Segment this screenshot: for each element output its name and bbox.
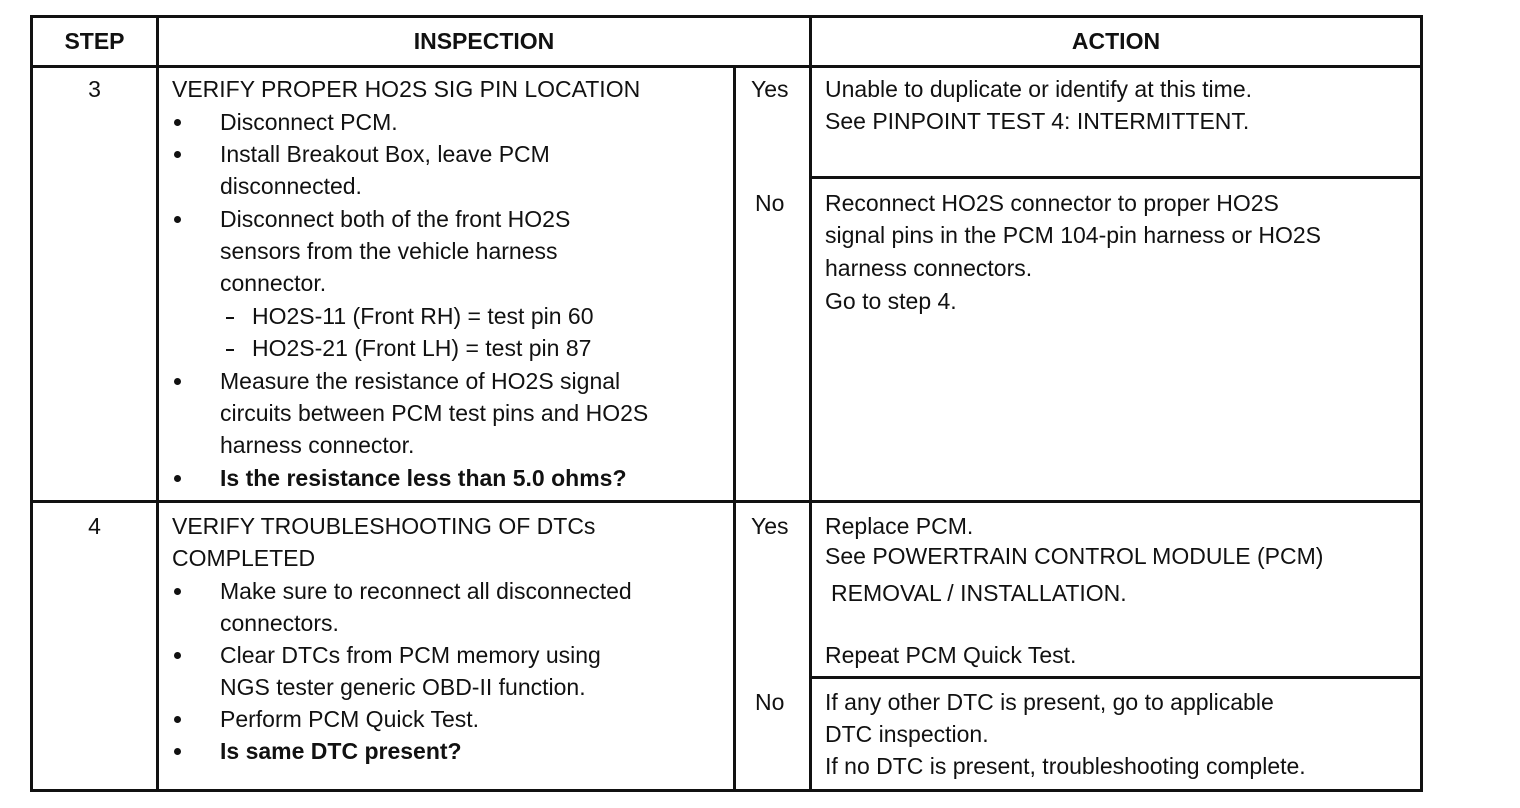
inspection-title: VERIFY PROPER HO2S SIG PIN LOCATION (172, 76, 641, 102)
dash-icon (226, 349, 234, 351)
header-action: ACTION (1071, 28, 1161, 54)
inspection-item: Make sure to reconnect all disconnected (220, 578, 632, 604)
inspection-item: Disconnect both of the front HO2S (220, 206, 571, 232)
action-text: Repeat PCM Quick Test. (825, 642, 1077, 668)
inspection-item: connector. (220, 270, 327, 296)
inspection-item: Clear DTCs from PCM memory using (220, 642, 601, 668)
inspection-item: Install Breakout Box, leave PCM (220, 141, 550, 167)
action-text: signal pins in the PCM 104-pin harness o… (825, 222, 1322, 248)
inspection-title: VERIFY TROUBLESHOOTING OF DTCs (172, 513, 596, 539)
inspection-item: circuits between PCM test pins and HO2S (220, 400, 649, 426)
inspection-title: COMPLETED (172, 545, 316, 571)
inspection-subitem: HO2S-21 (Front LH) = test pin 87 (252, 335, 592, 361)
action-text: REMOVAL / INSTALLATION. (831, 580, 1127, 606)
step-number: 3 (88, 76, 101, 102)
inspection-item: Disconnect PCM. (220, 109, 398, 135)
bullet-icon (174, 748, 181, 755)
action-text: Unable to duplicate or identify at this … (825, 76, 1253, 102)
action-text: If any other DTC is present, go to appli… (825, 689, 1274, 715)
header-inspection: INSPECTION (413, 28, 555, 54)
header-step: STEP (64, 28, 125, 54)
bullet-icon (174, 119, 181, 126)
action-text: See POWERTRAIN CONTROL MODULE (PCM) (825, 543, 1324, 569)
action-text: Replace PCM. (825, 513, 974, 539)
inspection-subitem: HO2S-11 (Front RH) = test pin 60 (252, 303, 594, 329)
action-text: See PINPOINT TEST 4: INTERMITTENT. (825, 108, 1250, 134)
no-label: No (755, 689, 785, 715)
bullet-icon (174, 378, 181, 385)
action-text: If no DTC is present, troubleshooting co… (825, 753, 1306, 779)
inspection-item: NGS tester generic OBD-II function. (220, 674, 586, 700)
step-number: 4 (88, 513, 101, 539)
inspection-item: Perform PCM Quick Test. (220, 706, 480, 732)
yes-label: Yes (751, 76, 789, 102)
action-text: harness connectors. (825, 255, 1033, 281)
bullet-icon (174, 716, 181, 723)
bullet-icon (174, 475, 181, 482)
inspection-item: harness connector. (220, 432, 415, 458)
inspection-question: Is the resistance less than 5.0 ohms? (220, 465, 627, 491)
no-label: No (755, 190, 785, 216)
bullet-icon (174, 216, 181, 223)
bullet-icon (174, 588, 181, 595)
yes-label: Yes (751, 513, 789, 539)
dash-icon (226, 317, 234, 319)
action-text: Reconnect HO2S connector to proper HO2S (825, 190, 1279, 216)
bullet-icon (174, 151, 181, 158)
action-text: Go to step 4. (825, 288, 957, 314)
bullet-icon (174, 652, 181, 659)
inspection-item: connectors. (220, 610, 339, 636)
action-text: DTC inspection. (825, 721, 989, 747)
inspection-item: sensors from the vehicle harness (220, 238, 558, 264)
inspection-question: Is same DTC present? (220, 738, 462, 764)
inspection-item: disconnected. (220, 173, 362, 199)
inspection-item: Measure the resistance of HO2S signal (220, 368, 621, 394)
